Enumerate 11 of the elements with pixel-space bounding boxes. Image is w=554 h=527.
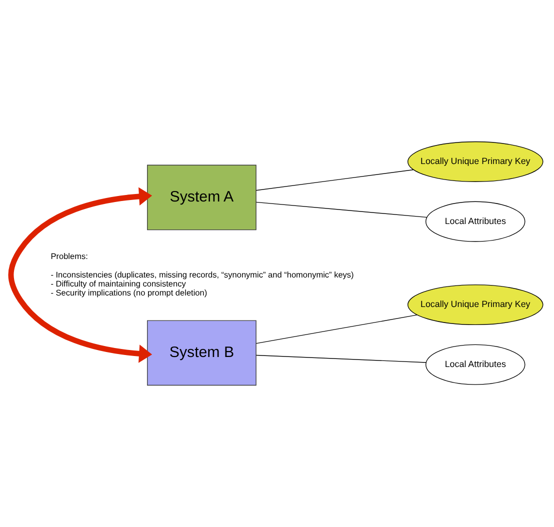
node-ellipse: Local Attributes	[426, 344, 526, 385]
connector	[256, 314, 418, 344]
node-ellipse: Locally Unique Primary Key	[407, 141, 544, 182]
connector	[256, 354, 426, 363]
node-box: System A	[147, 164, 256, 230]
node-box: System B	[147, 320, 256, 386]
arrow	[8, 187, 152, 363]
node-ellipse: Local Attributes	[426, 201, 526, 242]
node-ellipse: Locally Unique Primary Key	[407, 284, 544, 326]
connector	[256, 202, 428, 218]
connector	[256, 169, 414, 191]
